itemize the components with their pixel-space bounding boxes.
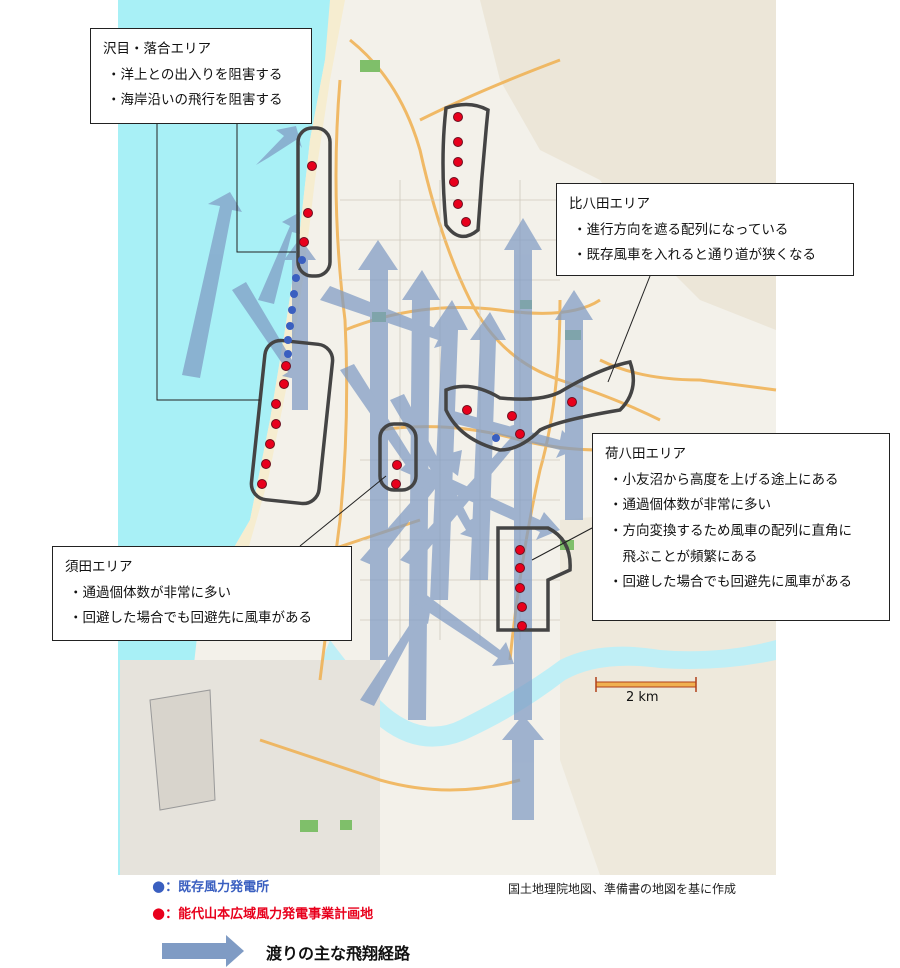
route-arrow: [400, 460, 560, 540]
route-arrow: [504, 218, 542, 720]
map-credit: 国土地理院地図、準備書の地図を基に作成: [508, 882, 737, 896]
turbine-area-outlines: [249, 102, 636, 632]
river: [322, 640, 776, 747]
flight-routes: [182, 126, 593, 820]
beach-strip: [215, 0, 345, 590]
route-arrow: [502, 715, 544, 820]
callout-nihatta-title: 荷八田エリア: [605, 446, 686, 462]
planned-turbines: [257, 112, 577, 631]
route-arrow: [258, 212, 300, 304]
callout-nihatta-point: 飛ぶことが頻繁にある: [609, 548, 758, 565]
sawame-north-outline: [296, 126, 332, 278]
route-arrow: [358, 240, 398, 660]
route-arrow: [232, 282, 300, 380]
callout-hihatta-title: 比八田エリア: [569, 196, 650, 212]
sawame-south-outline: [249, 338, 335, 506]
route-arrow: [320, 286, 456, 348]
callout-suda-title: 須田エリア: [65, 559, 133, 575]
legend-existing-text: ：既存風力発電所: [165, 880, 270, 895]
callout-nihatta-point: ・小友沼から高度を上げる途上にある: [609, 471, 839, 488]
scale-label: 2 km: [626, 690, 659, 705]
callout-suda-point: ・通過個体数が非常に多い: [69, 584, 231, 601]
callout-sawame: 沢目・落合エリア ・洋上との出入りを阻害する ・海岸沿いの飛行を阻害する: [90, 28, 312, 124]
harbor: [149, 689, 216, 811]
callout-hihatta-point: ・進行方向を遮る配列になっている: [573, 221, 789, 238]
hihatta-outline: [444, 359, 636, 452]
callout-sawame-point: ・海岸沿いの飛行を阻害する: [107, 92, 283, 109]
sea-area: [118, 0, 340, 650]
legend-planned-text: ：能代山本広域風力発電事業計画地: [165, 907, 374, 922]
callout-leaders: [156, 124, 651, 561]
legend-existing: ● ：既存風力発電所: [152, 876, 270, 896]
callout-hihatta: 比八田エリア ・進行方向を遮る配列になっている ・既存風車を入れると通り道が狭く…: [556, 183, 854, 276]
callout-suda: 須田エリア ・通過個体数が非常に多い ・回避した場合でも回避先に風車がある: [52, 546, 352, 641]
north-outline: [441, 102, 490, 239]
legend-planned: ● ：能代山本広域風力発電事業計画地: [152, 903, 374, 923]
callout-nihatta: 荷八田エリア ・小友沼から高度を上げる途上にある ・通過個体数が非常に多い ・方…: [592, 433, 890, 621]
scale-bar: [595, 677, 697, 692]
legend-existing-marker: ●: [152, 876, 166, 895]
legend-route-arrow: [162, 935, 244, 967]
route-arrow: [256, 126, 302, 165]
callout-nihatta-point: ・方向変換するため風車の配列に直角に: [609, 522, 852, 539]
suda-outline: [378, 422, 418, 492]
route-arrow: [182, 192, 242, 378]
callout-hihatta-point: ・既存風車を入れると通り道が狭くなる: [573, 247, 816, 264]
callout-nihatta-point: ・通過個体数が非常に多い: [609, 497, 771, 514]
route-arrow: [410, 590, 514, 666]
legend-route-text: 渡りの主な飛翔経路: [266, 944, 411, 963]
route-arrow: [360, 600, 432, 706]
legend-planned-marker: ●: [152, 903, 166, 922]
callout-suda-point: ・回避した場合でも回避先に風車がある: [69, 610, 312, 627]
existing-turbines: [284, 256, 500, 442]
nihatta-outline: [496, 526, 572, 632]
callout-nihatta-point: ・回避した場合でも回避先に風車がある: [609, 574, 852, 591]
callout-sawame-point: ・洋上との出入りを阻害する: [107, 66, 283, 83]
callout-sawame-title: 沢目・落合エリア: [103, 41, 211, 57]
route-arrow: [440, 410, 580, 458]
